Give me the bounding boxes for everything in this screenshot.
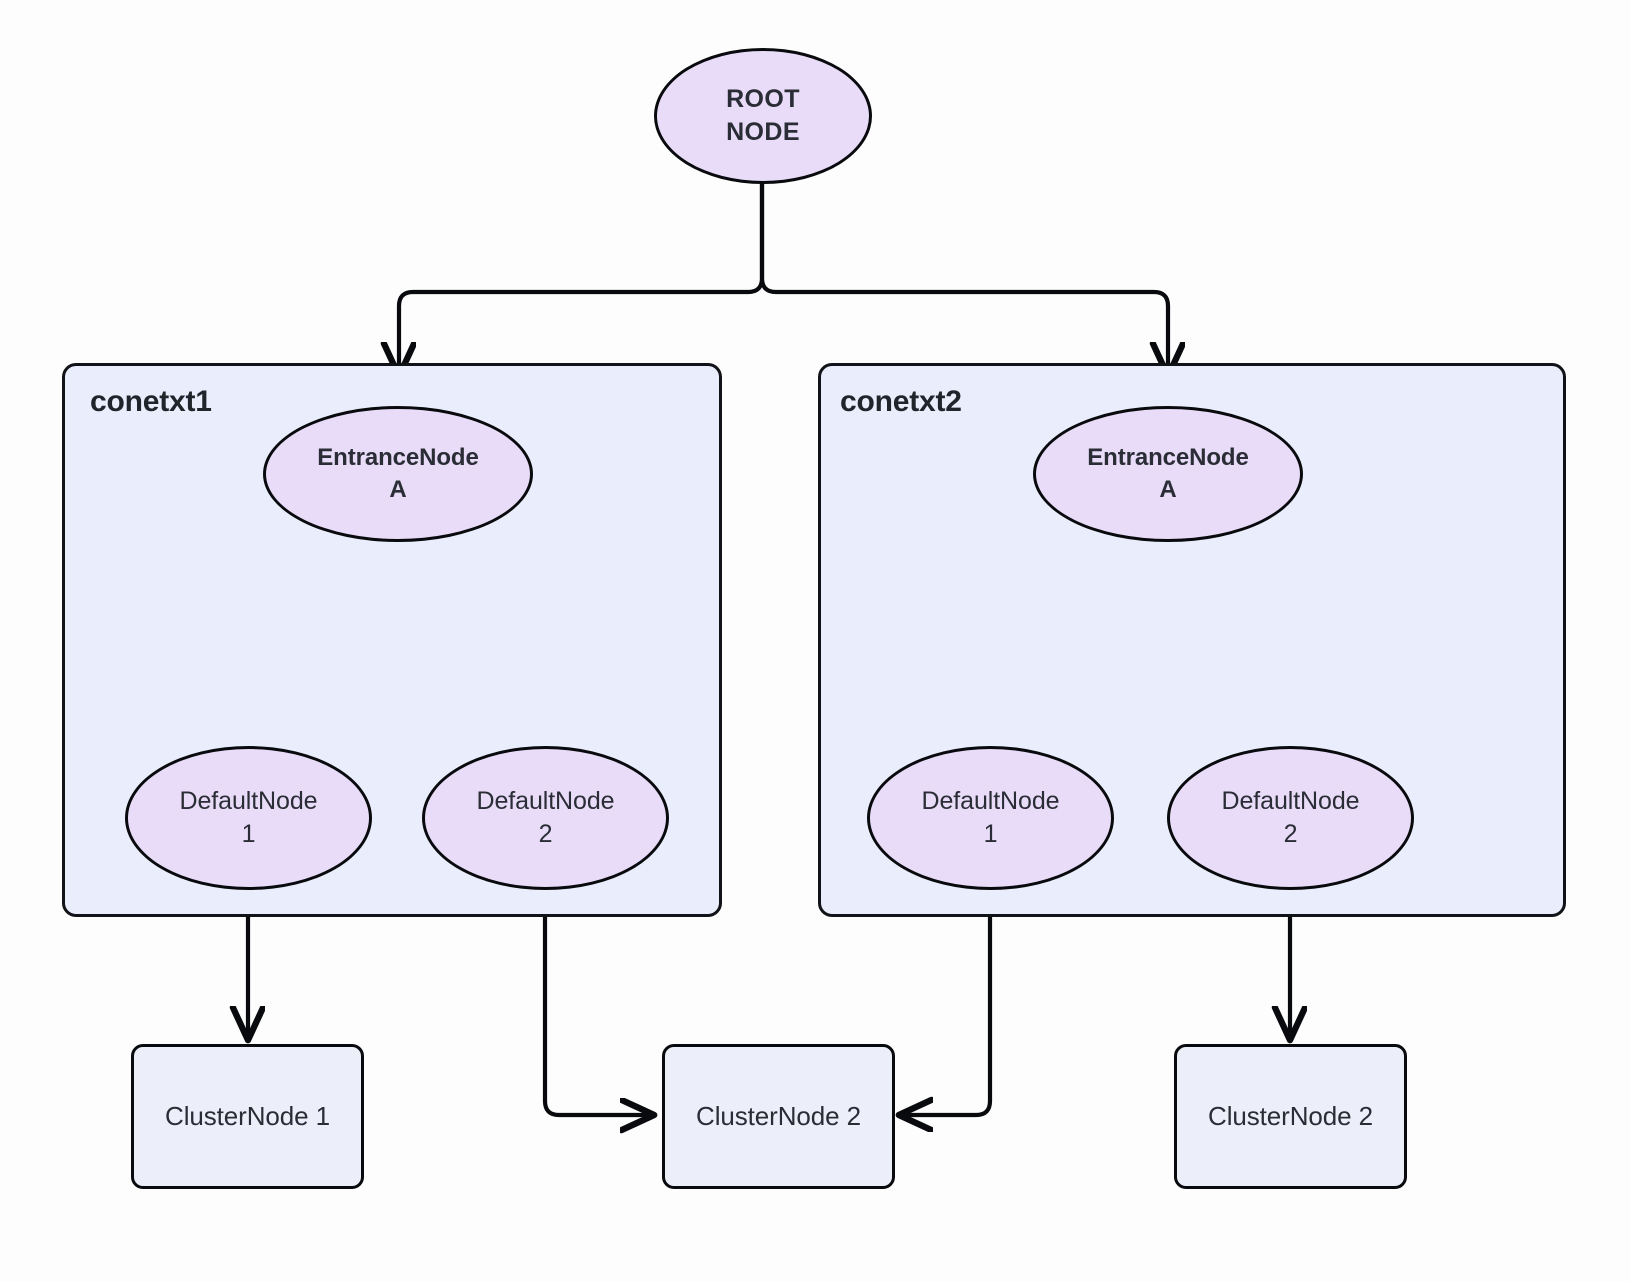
default-node-1-ctx2[interactable]: DefaultNode 1 (867, 746, 1114, 890)
edge-root-to-entrance1 (399, 182, 765, 372)
entrance-node-a-ctx1-line2: A (389, 476, 407, 503)
root-node[interactable]: ROOT NODE (654, 48, 872, 184)
root-node-line2: NODE (726, 118, 800, 146)
cluster-node-2-right[interactable]: ClusterNode 2 (1174, 1044, 1407, 1189)
subgraph-label-conetxt2: conetxt2 (840, 385, 962, 418)
default-node-2-ctx2[interactable]: DefaultNode 2 (1167, 746, 1414, 890)
default-node-2-ctx1-line2: 2 (538, 820, 553, 848)
entrance-node-a-ctx1[interactable]: EntranceNode A (263, 406, 533, 542)
cluster-node-1[interactable]: ClusterNode 1 (131, 1044, 364, 1189)
default-node-2-ctx1-line1: DefaultNode (476, 787, 615, 815)
default-node-2-ctx2-line2: 2 (1283, 820, 1298, 848)
entrance-node-a-ctx2-line1: EntranceNode (1087, 444, 1249, 472)
subgraph-label-conetxt1: conetxt1 (90, 385, 212, 418)
entrance-node-a-ctx1-line1: EntranceNode (317, 444, 479, 472)
default-node-2-ctx1[interactable]: DefaultNode 2 (422, 746, 669, 890)
entrance-node-a-ctx2[interactable]: EntranceNode A (1033, 406, 1303, 542)
edge-default1ctx2-to-cluster2shared (903, 890, 993, 1115)
default-node-1-ctx1-line1: DefaultNode (179, 787, 318, 815)
cluster-node-2-shared[interactable]: ClusterNode 2 (662, 1044, 895, 1189)
default-node-2-ctx2-line1: DefaultNode (1221, 787, 1360, 815)
default-node-1-ctx2-line1: DefaultNode (921, 787, 1060, 815)
entrance-node-a-ctx2-line2: A (1159, 476, 1177, 503)
default-node-1-ctx1-line2: 1 (241, 820, 256, 848)
edge-default2ctx1-to-cluster2shared (542, 890, 650, 1115)
edge-root-to-entrance2 (759, 182, 1168, 372)
default-node-1-ctx2-line2: 1 (983, 820, 998, 848)
default-node-1-ctx1[interactable]: DefaultNode 1 (125, 746, 372, 890)
root-node-line1: ROOT (726, 85, 800, 113)
